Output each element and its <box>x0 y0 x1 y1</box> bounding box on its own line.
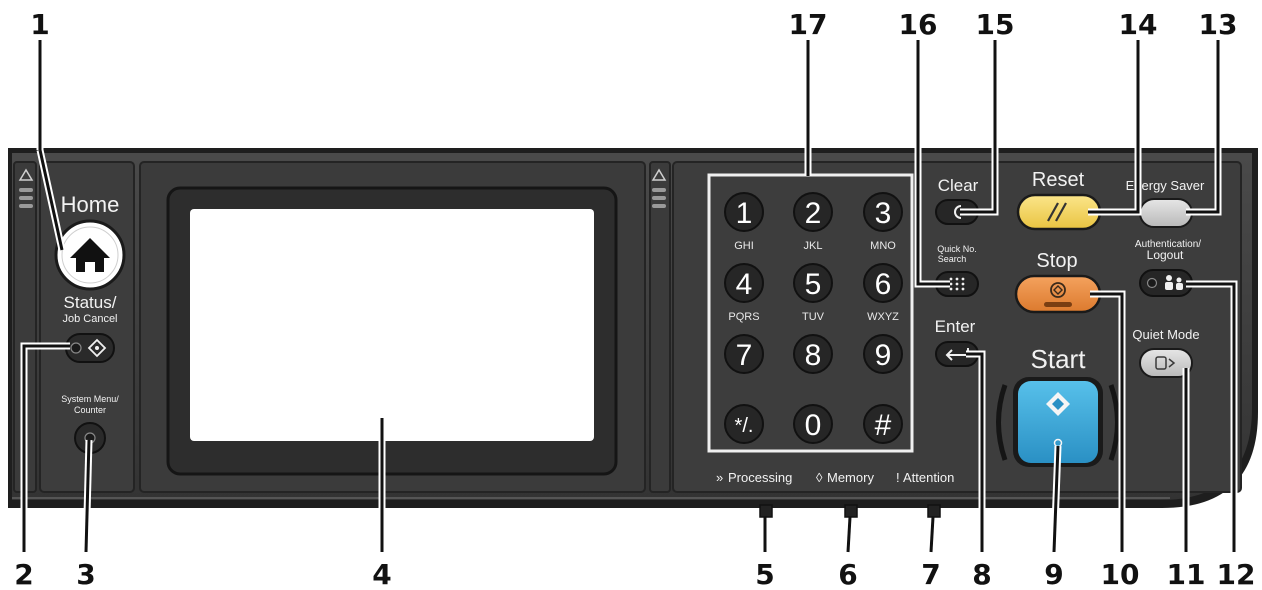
house-icon <box>70 238 110 272</box>
callout-17: 17 <box>789 8 828 41</box>
key-2-label: 2 <box>805 197 822 230</box>
callout-1: 1 <box>30 8 49 41</box>
key-5[interactable]: 5 <box>793 263 833 303</box>
start-button[interactable] <box>996 377 1120 467</box>
system-menu-label-line2: Counter <box>74 405 106 415</box>
home-label: Home <box>61 192 120 217</box>
key-6[interactable]: 6 <box>863 263 903 303</box>
callout-12: 12 <box>1217 558 1256 590</box>
callout-7: 7 <box>921 558 940 590</box>
attention-label: Attention <box>903 470 954 485</box>
callout-15: 15 <box>976 8 1015 41</box>
key-7[interactable]: 7 <box>724 334 764 374</box>
double-slash-icon <box>1047 202 1067 222</box>
status-indicators: » Processing ◊ Memory ! Attention <box>716 470 954 518</box>
key-4-label: 4 <box>736 268 753 301</box>
key-5-label: 5 <box>805 268 822 301</box>
key-1-label: 1 <box>736 197 753 230</box>
auth-label-line2: Logout <box>1147 248 1184 262</box>
key-2-sub: GHI <box>734 240 754 252</box>
callout-5: 5 <box>755 558 774 590</box>
key-6-sub: WXYZ <box>867 311 899 323</box>
start-label: Start <box>1031 344 1087 374</box>
users-icon <box>1165 275 1183 290</box>
start-diamond-icon <box>1046 392 1070 448</box>
callout-10: 10 <box>1101 558 1140 590</box>
key-2-sub: JKL <box>804 240 823 252</box>
callout-9: 9 <box>1044 558 1063 590</box>
quiet-mode-button[interactable] <box>1139 348 1193 378</box>
tilt-indicator-right <box>651 168 667 208</box>
clear-button[interactable] <box>935 199 979 225</box>
callout-14: 14 <box>1119 8 1158 41</box>
callout-11: 11 <box>1167 558 1206 590</box>
callout-16: 16 <box>899 8 938 41</box>
key-8-label: 8 <box>805 339 822 372</box>
callout-8: 8 <box>972 558 991 590</box>
callout-13: 13 <box>1199 8 1238 41</box>
status-label-line2: Job Cancel <box>62 313 117 325</box>
clear-label: Clear <box>938 176 979 195</box>
callout-numbers: 1 2 3 4 5 6 7 8 9 10 11 12 13 14 15 16 1… <box>14 8 1255 590</box>
key-3[interactable]: 3 <box>863 192 903 232</box>
system-menu-label-line1: System Menu/ <box>61 394 119 404</box>
reset-label: Reset <box>1032 169 1085 191</box>
stop-circle-icon <box>1044 282 1072 307</box>
key-star-period-label: */. <box>735 415 754 437</box>
status-label-line1: Status/ <box>64 293 117 312</box>
quick-search-label-line2: Search <box>938 254 967 264</box>
key-hash-label: # <box>875 409 892 442</box>
key-3-sub: MNO <box>870 240 896 252</box>
authentication-logout-button[interactable] <box>1139 269 1193 297</box>
memory-label: Memory <box>827 470 874 485</box>
key-0-label: 0 <box>805 409 822 442</box>
key-8[interactable]: 8 <box>793 334 833 374</box>
key-5-sub: TUV <box>802 311 825 323</box>
key-hash[interactable]: # <box>863 404 903 444</box>
enter-label: Enter <box>935 317 976 336</box>
diamond-icon <box>87 338 107 358</box>
status-job-cancel-button[interactable] <box>65 333 115 363</box>
key-0[interactable]: 0 <box>793 404 833 444</box>
key-4-sub: PQRS <box>728 311 759 323</box>
grid-dots-icon <box>949 277 965 291</box>
key-1[interactable]: 1 <box>724 192 764 232</box>
attention-led <box>927 504 941 518</box>
stop-label: Stop <box>1036 250 1077 272</box>
reset-button[interactable] <box>1016 193 1102 231</box>
energy-saver-button[interactable] <box>1139 198 1193 228</box>
memory-icon: ◊ <box>816 470 823 485</box>
quiet-mode-icon <box>1155 356 1176 370</box>
key-6-label: 6 <box>875 268 892 301</box>
processing-led <box>759 504 773 518</box>
numeric-keypad: 1 2 3 GHI JKL MNO 4 5 6 PQRS TUV WXYZ 7 … <box>724 192 903 444</box>
home-button[interactable] <box>54 219 126 291</box>
key-4[interactable]: 4 <box>724 263 764 303</box>
auth-label-line1: Authentication/ <box>1135 239 1201 250</box>
key-9-label: 9 <box>875 339 892 372</box>
key-star-period[interactable]: */. <box>724 404 764 444</box>
touch-panel[interactable] <box>166 186 618 476</box>
callout-3: 3 <box>76 558 95 590</box>
memory-led <box>844 504 858 518</box>
leader-lines <box>20 40 1238 553</box>
callout-6: 6 <box>838 558 857 590</box>
attention-icon: ! <box>896 470 900 485</box>
touch-panel-screen[interactable] <box>190 209 594 441</box>
callout-2: 2 <box>14 558 33 590</box>
tilt-indicator-left <box>18 168 34 208</box>
energy-saver-label: Energy Saver <box>1126 178 1205 193</box>
c-letter-icon <box>954 205 962 219</box>
processing-label: Processing <box>728 470 792 485</box>
key-7-label: 7 <box>736 339 753 372</box>
callout-4: 4 <box>372 558 391 590</box>
processing-icon: » <box>716 470 723 485</box>
stop-button[interactable] <box>1014 274 1102 314</box>
key-2[interactable]: 2 <box>793 192 833 232</box>
key-3-label: 3 <box>875 197 892 230</box>
key-9[interactable]: 9 <box>863 334 903 374</box>
quick-search-label-line1: Quick No. <box>937 244 977 254</box>
quiet-mode-label: Quiet Mode <box>1132 327 1199 342</box>
